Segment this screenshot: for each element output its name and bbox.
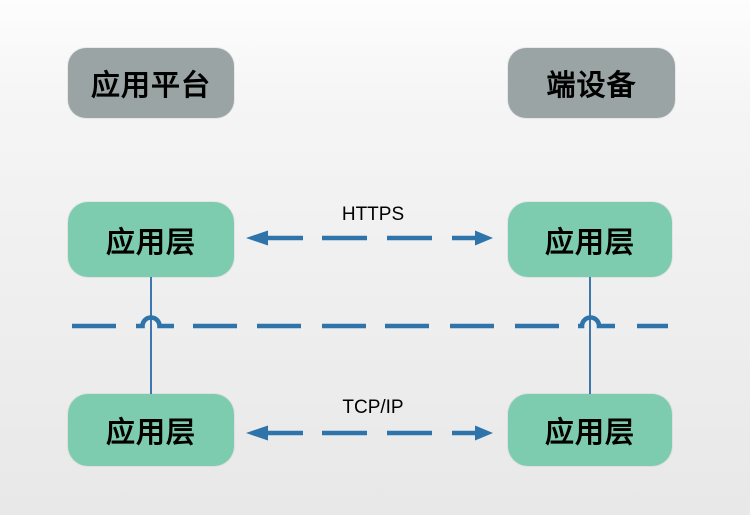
tcpip-arrow-left-head [246, 425, 268, 441]
app-layer-box-platform-bottom: 应用层 [68, 394, 234, 466]
https-arrow-left-head [246, 230, 268, 246]
header-box-platform-label: 应用平台 [90, 70, 211, 102]
tcpip-arrow-right-head [475, 425, 493, 441]
tcpip-arrow [246, 425, 493, 441]
header-box-device-label: 端设备 [546, 70, 637, 102]
https-arrow-right-head [475, 230, 493, 246]
app-layer-box-platform-top: 应用层 [68, 202, 234, 277]
https-label: HTTPS [341, 204, 405, 225]
app-layer-box-device-top: 应用层 [508, 202, 672, 277]
https-arrow [246, 230, 493, 246]
header-box-device: 端设备 [508, 48, 675, 118]
layer-boundary-dashed-line [72, 315, 668, 329]
app-layer-box-device-bottom-label: 应用层 [544, 417, 635, 449]
tcpip-label: TCP/IP [342, 397, 404, 418]
header-box-platform: 应用平台 [68, 48, 234, 118]
app-layer-box-platform-bottom-label: 应用层 [105, 417, 196, 449]
app-layer-box-device-bottom: 应用层 [508, 394, 672, 466]
app-layer-box-device-top-label: 应用层 [544, 226, 635, 259]
app-layer-box-platform-top-label: 应用层 [105, 226, 196, 259]
